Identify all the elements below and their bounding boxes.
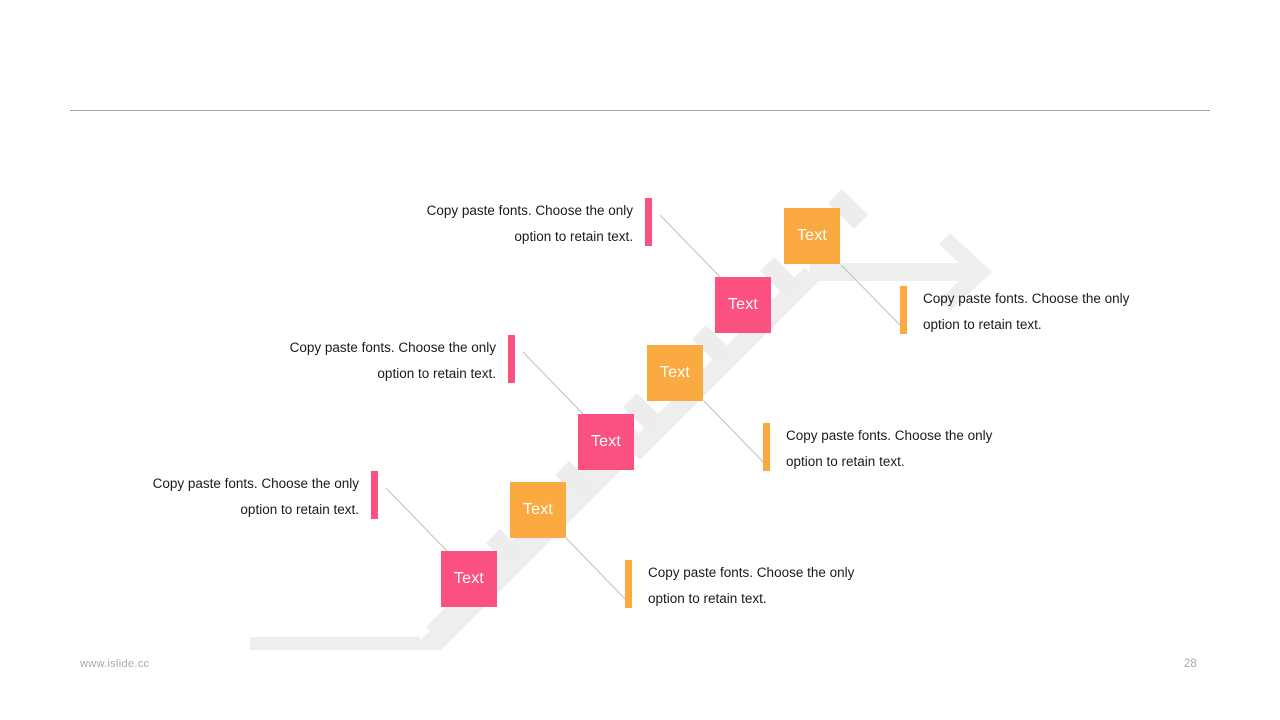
callout-text: Copy paste fonts. Choose the only option…	[264, 335, 496, 387]
callout-accent-bar	[508, 335, 515, 383]
header-divider	[70, 110, 1210, 111]
footer-url[interactable]: www.islide.cc	[80, 658, 150, 670]
callout-accent-bar	[371, 471, 378, 519]
step-box-label: Text	[453, 570, 485, 587]
callout-left-1[interactable]: Copy paste fonts. Choose the only option…	[127, 471, 378, 523]
callout-text: Copy paste fonts. Choose the only option…	[923, 286, 1155, 338]
callout-text: Copy paste fonts. Choose the only option…	[127, 471, 359, 523]
callout-accent-bar	[645, 198, 652, 246]
step-box-6[interactable]: Text	[784, 208, 840, 264]
callout-line-2: option to retain text.	[648, 591, 767, 606]
callout-line-1: Copy paste fonts. Choose the only	[923, 291, 1130, 306]
callout-line-1: Copy paste fonts. Choose the only	[648, 565, 855, 580]
callout-line-2: option to retain text.	[377, 366, 496, 381]
callout-line-2: option to retain text.	[786, 454, 905, 469]
callout-left-2[interactable]: Copy paste fonts. Choose the only option…	[264, 335, 515, 387]
callout-line-1: Copy paste fonts. Choose the only	[786, 428, 993, 443]
step-box-3[interactable]: Text	[578, 414, 634, 470]
step-box-label: Text	[796, 227, 828, 244]
step-box-label: Text	[590, 433, 622, 450]
callout-line-2: option to retain text.	[240, 502, 359, 517]
callout-accent-bar	[900, 286, 907, 334]
step-box-4[interactable]: Text	[647, 345, 703, 401]
callout-line-1: Copy paste fonts. Choose the only	[152, 476, 359, 491]
callout-line-2: option to retain text.	[923, 317, 1042, 332]
callout-right-3[interactable]: Copy paste fonts. Choose the only option…	[900, 286, 1155, 338]
callout-right-2[interactable]: Copy paste fonts. Choose the only option…	[763, 423, 1018, 475]
callout-line-1: Copy paste fonts. Choose the only	[426, 203, 633, 218]
step-box-label: Text	[659, 364, 691, 381]
page-number: 28	[1184, 658, 1197, 670]
callout-line-2: option to retain text.	[514, 229, 633, 244]
step-box-label: Text	[727, 296, 759, 313]
callout-left-3[interactable]: Copy paste fonts. Choose the only option…	[401, 198, 652, 250]
callout-text: Copy paste fonts. Choose the only option…	[648, 560, 880, 612]
callout-text: Copy paste fonts. Choose the only option…	[401, 198, 633, 250]
callout-accent-bar	[625, 560, 632, 608]
callout-text: Copy paste fonts. Choose the only option…	[786, 423, 1018, 475]
callout-right-1[interactable]: Copy paste fonts. Choose the only option…	[625, 560, 880, 612]
step-box-2[interactable]: Text	[510, 482, 566, 538]
step-box-5[interactable]: Text	[715, 277, 771, 333]
callout-line-1: Copy paste fonts. Choose the only	[289, 340, 496, 355]
callout-accent-bar	[763, 423, 770, 471]
step-box-1[interactable]: Text	[441, 551, 497, 607]
step-box-label: Text	[522, 501, 554, 518]
